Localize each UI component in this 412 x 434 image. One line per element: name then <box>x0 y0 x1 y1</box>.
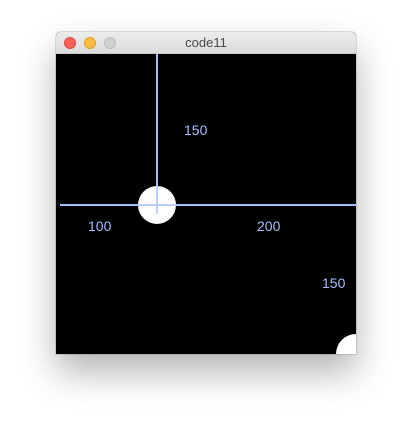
window-title: code11 <box>185 35 227 50</box>
sketch-drawing: 150 100 200 150 <box>60 54 356 354</box>
label-horizontal-right: 200 <box>257 218 281 234</box>
minimize-button[interactable] <box>84 37 96 49</box>
zoom-button[interactable] <box>104 37 116 49</box>
label-bottom-right: 150 <box>322 275 346 291</box>
sketch-canvas[interactable]: 150 100 200 150 <box>56 54 356 354</box>
label-horizontal-left: 100 <box>88 218 112 234</box>
app-window: code11 150 100 200 150 <box>56 32 356 354</box>
title-bar[interactable]: code11 <box>56 32 356 54</box>
close-button[interactable] <box>64 37 76 49</box>
label-vertical-top: 150 <box>184 122 208 138</box>
corner-circle <box>336 334 356 354</box>
